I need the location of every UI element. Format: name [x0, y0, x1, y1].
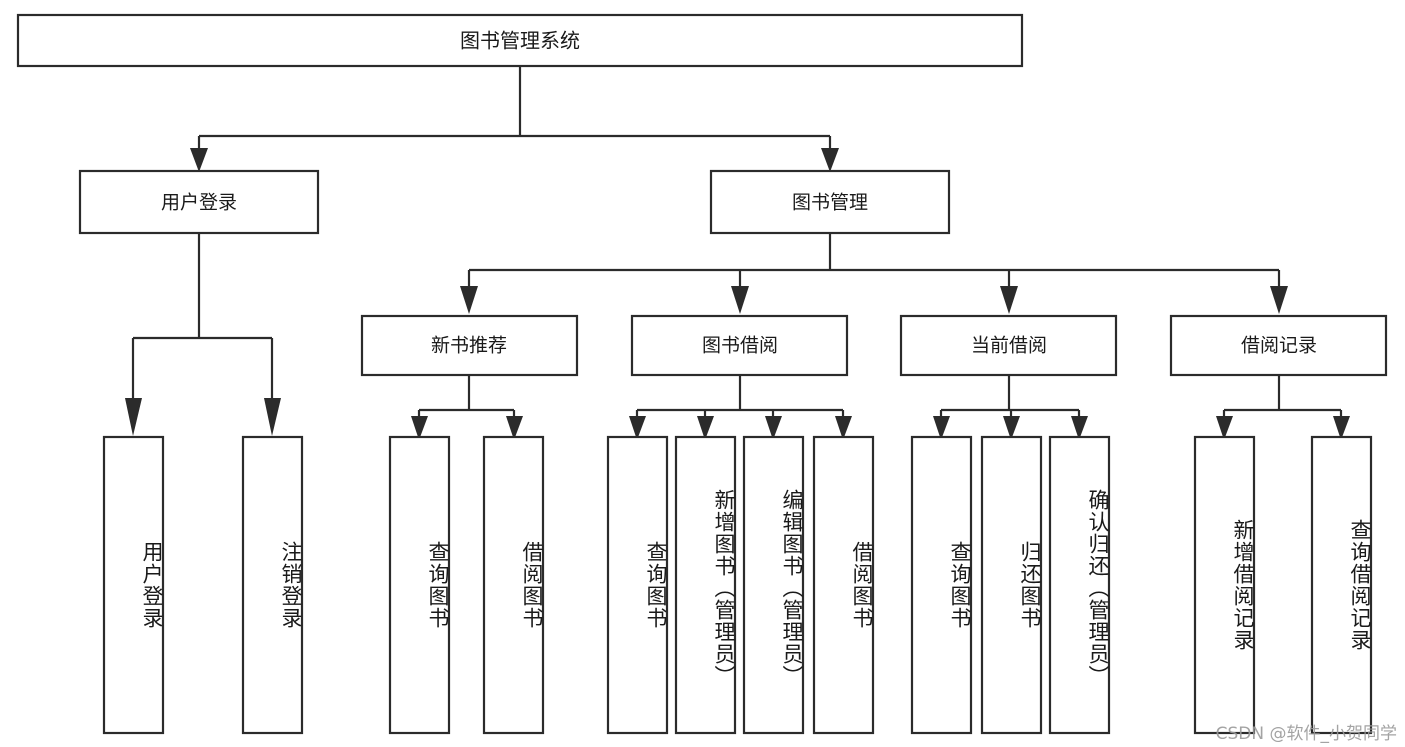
- csdn-watermark: CSDN @软件_小贺同学: [1215, 724, 1397, 744]
- arrow-to-leaf-confirm-return: [1071, 416, 1088, 440]
- node-leaf-add-record-box[interactable]: [1193, 435, 1256, 735]
- arrow-to-leaf-user-login: [125, 398, 142, 436]
- node-leaf-borrow-book-2-box[interactable]: [812, 435, 875, 735]
- node-root-box[interactable]: [16, 13, 1024, 68]
- arrow-to-book-borrow: [731, 286, 749, 314]
- node-borrow-record-label: 借阅记录: [1241, 335, 1317, 357]
- arrow-to-book-manage: [821, 148, 839, 172]
- node-current-borrow-box[interactable]: [899, 314, 1118, 377]
- node-book-borrow-box[interactable]: [630, 314, 849, 377]
- node-leaf-query-book-2-box[interactable]: [606, 435, 669, 735]
- node-book-manage-label: 图书管理: [792, 192, 868, 214]
- connectors-layer: [125, 66, 1350, 440]
- node-user-login-label: 用户登录: [161, 192, 237, 214]
- node-leaf-user-login-box[interactable]: [102, 435, 165, 735]
- arrow-to-leaf-edit-book: [765, 416, 782, 440]
- node-leaf-return-book-box[interactable]: [980, 435, 1043, 735]
- arrow-to-leaf-borrow-book-2: [835, 416, 852, 440]
- arrow-to-leaf-borrow-book-1: [506, 416, 523, 440]
- node-leaf-query-book-1-box[interactable]: [388, 435, 451, 735]
- arrow-to-leaf-query-book-2: [629, 416, 646, 440]
- nodes-layer: 图书管理系统 用户登录 图书管理 新书推荐 图书借阅 当前借阅 借阅记录: [16, 13, 1388, 735]
- node-leaf-add-book-box[interactable]: [674, 435, 737, 735]
- node-book-manage-box[interactable]: [709, 169, 951, 235]
- node-leaf-logout-box[interactable]: [241, 435, 304, 735]
- arrow-to-leaf-return-book: [1003, 416, 1020, 440]
- node-book-borrow-label: 图书借阅: [702, 335, 778, 357]
- node-leaf-confirm-return-box[interactable]: [1048, 435, 1111, 735]
- node-leaf-query-book-3-box[interactable]: [910, 435, 973, 735]
- node-leaf-borrow-book-1-box[interactable]: [482, 435, 545, 735]
- node-leaf-query-record-box[interactable]: [1310, 435, 1373, 735]
- node-borrow-record-box[interactable]: [1169, 314, 1388, 377]
- arrow-to-user-login: [190, 148, 208, 172]
- arrow-to-current-borrow: [1000, 286, 1018, 314]
- arrow-to-leaf-query-record: [1333, 416, 1350, 440]
- arrow-to-leaf-query-book-1: [411, 416, 428, 440]
- arrow-to-borrow-record: [1270, 286, 1288, 314]
- arrow-to-new-book-rec: [460, 286, 478, 314]
- arrow-to-leaf-add-record: [1216, 416, 1233, 440]
- node-new-book-rec-label: 新书推荐: [431, 335, 507, 357]
- arrow-to-leaf-logout: [264, 398, 281, 436]
- node-leaf-edit-book-box[interactable]: [742, 435, 805, 735]
- node-user-login-box[interactable]: [78, 169, 320, 235]
- arrow-to-leaf-query-book-3: [933, 416, 950, 440]
- node-root-label: 图书管理系统: [460, 29, 580, 53]
- node-new-book-rec-box[interactable]: [360, 314, 579, 377]
- arrow-to-leaf-add-book: [697, 416, 714, 440]
- node-current-borrow-label: 当前借阅: [971, 335, 1047, 357]
